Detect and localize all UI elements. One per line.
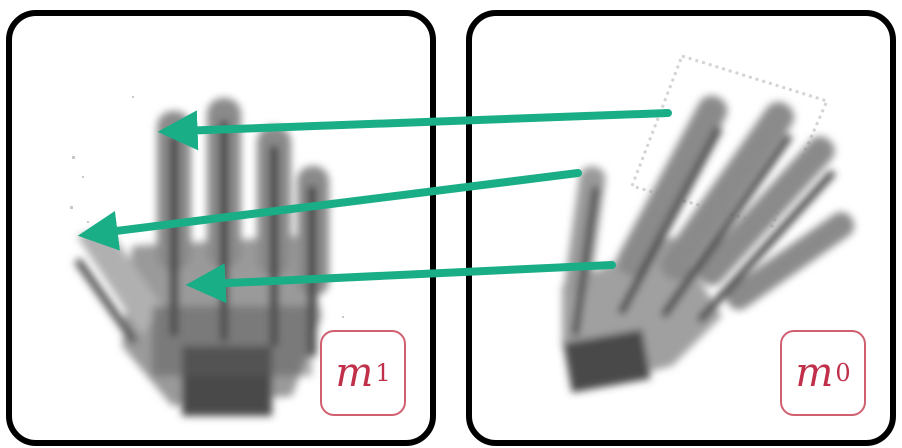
label-m0-symbol: m: [795, 350, 833, 396]
hand-shape-left: [74, 98, 329, 416]
label-m1-symbol: m: [335, 350, 373, 396]
label-m1-subscript: 1: [375, 359, 390, 387]
label-m0-subscript: 0: [835, 359, 850, 387]
